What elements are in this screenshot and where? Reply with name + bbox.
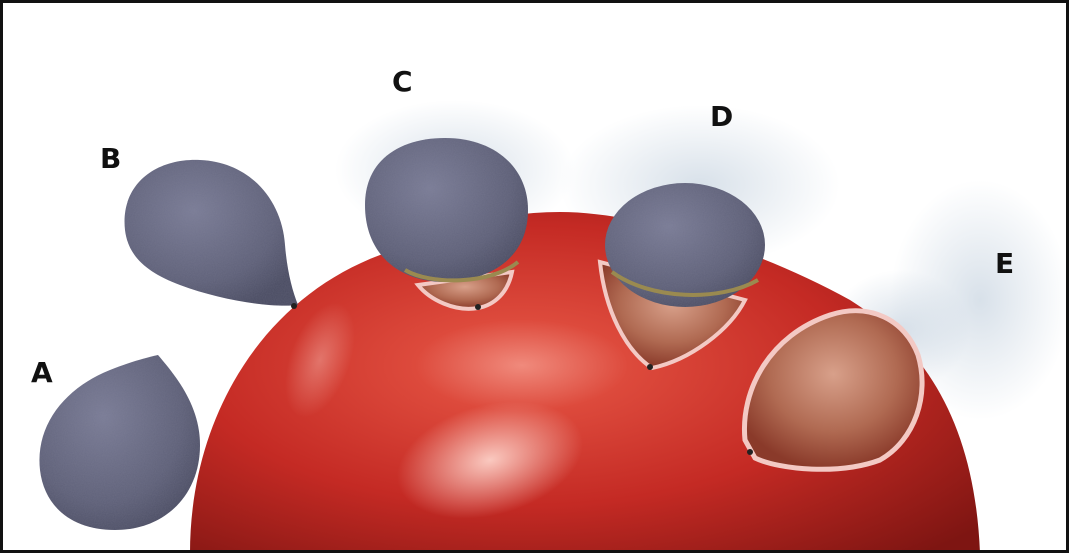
- stage-label-c: C: [392, 68, 413, 96]
- stage-label-a: A: [31, 359, 53, 387]
- stage-c-virus: [365, 138, 528, 282]
- stage-label-e: E: [995, 250, 1014, 278]
- stage-label-b: B: [100, 145, 121, 173]
- stage-label-d: D: [710, 103, 733, 131]
- stage-d-virus: [605, 183, 765, 307]
